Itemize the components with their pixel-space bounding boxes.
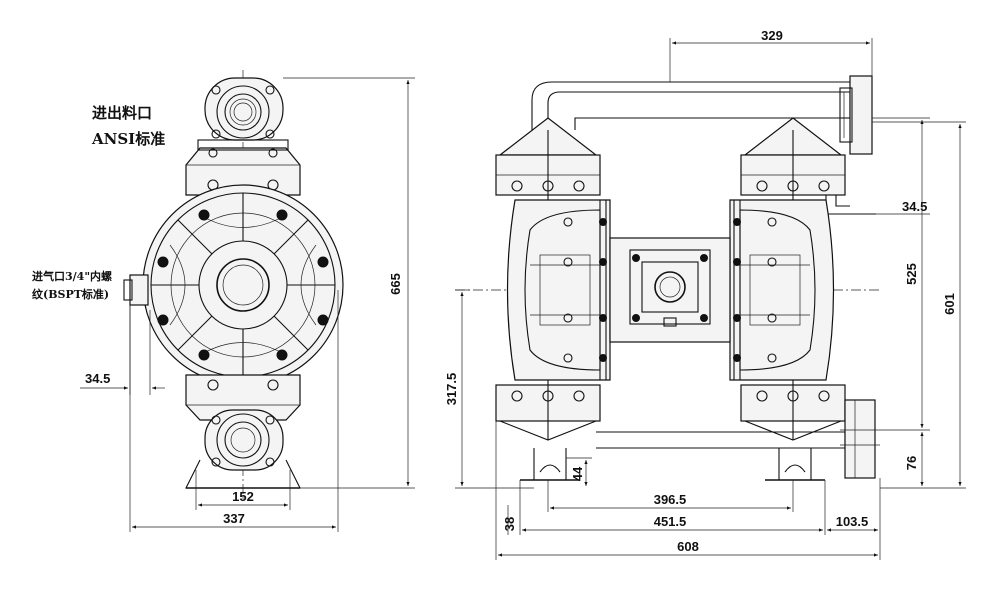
- dim-side-396-5: 396.5: [654, 492, 687, 507]
- inlet-outlet-label-line1: 进出料口: [92, 104, 153, 122]
- dim-side-317-5: 317.5: [444, 373, 459, 406]
- dim-side-103-5: 103.5: [836, 514, 869, 529]
- pump-body-front: [142, 184, 344, 386]
- side-view: 329 34.5 525 601 76 317.5 44 396.5: [444, 28, 966, 560]
- inlet-outlet-label-line2: ANSI标准: [92, 130, 166, 148]
- dim-side-525: 525: [904, 263, 919, 285]
- air-inlet-label-line1: 进气口3/4"内螺: [32, 270, 113, 283]
- dim-side-329: 329: [761, 28, 783, 43]
- dim-side-34-5: 34.5: [902, 199, 927, 214]
- center-air-valve: [609, 237, 731, 343]
- right-chamber: [729, 199, 835, 381]
- dim-side-38: 38: [502, 517, 517, 531]
- dim-side-601: 601: [942, 293, 957, 315]
- dim-side-44: 44: [570, 466, 585, 481]
- air-inlet-label: 进气口3/4"内螺 纹(BSPT标准): [32, 268, 112, 304]
- dim-side-608: 608: [677, 539, 699, 554]
- outlet-flange: [204, 77, 284, 141]
- dim-side-451-5: 451.5: [654, 514, 687, 529]
- dim-front-337: 337: [223, 511, 245, 526]
- dim-front-34-5: 34.5: [85, 371, 110, 386]
- inlet-flange: [204, 409, 284, 471]
- inlet-outlet-label: 进出料口 ANSI标准: [92, 100, 165, 152]
- left-chamber: [506, 199, 611, 381]
- front-view: 665 34.5 152 337: [80, 70, 415, 532]
- dim-side-76: 76: [904, 456, 919, 470]
- dim-front-665: 665: [388, 273, 403, 295]
- dim-front-152: 152: [232, 489, 254, 504]
- air-inlet-label-line2: 纹(BSPT标准): [32, 288, 110, 301]
